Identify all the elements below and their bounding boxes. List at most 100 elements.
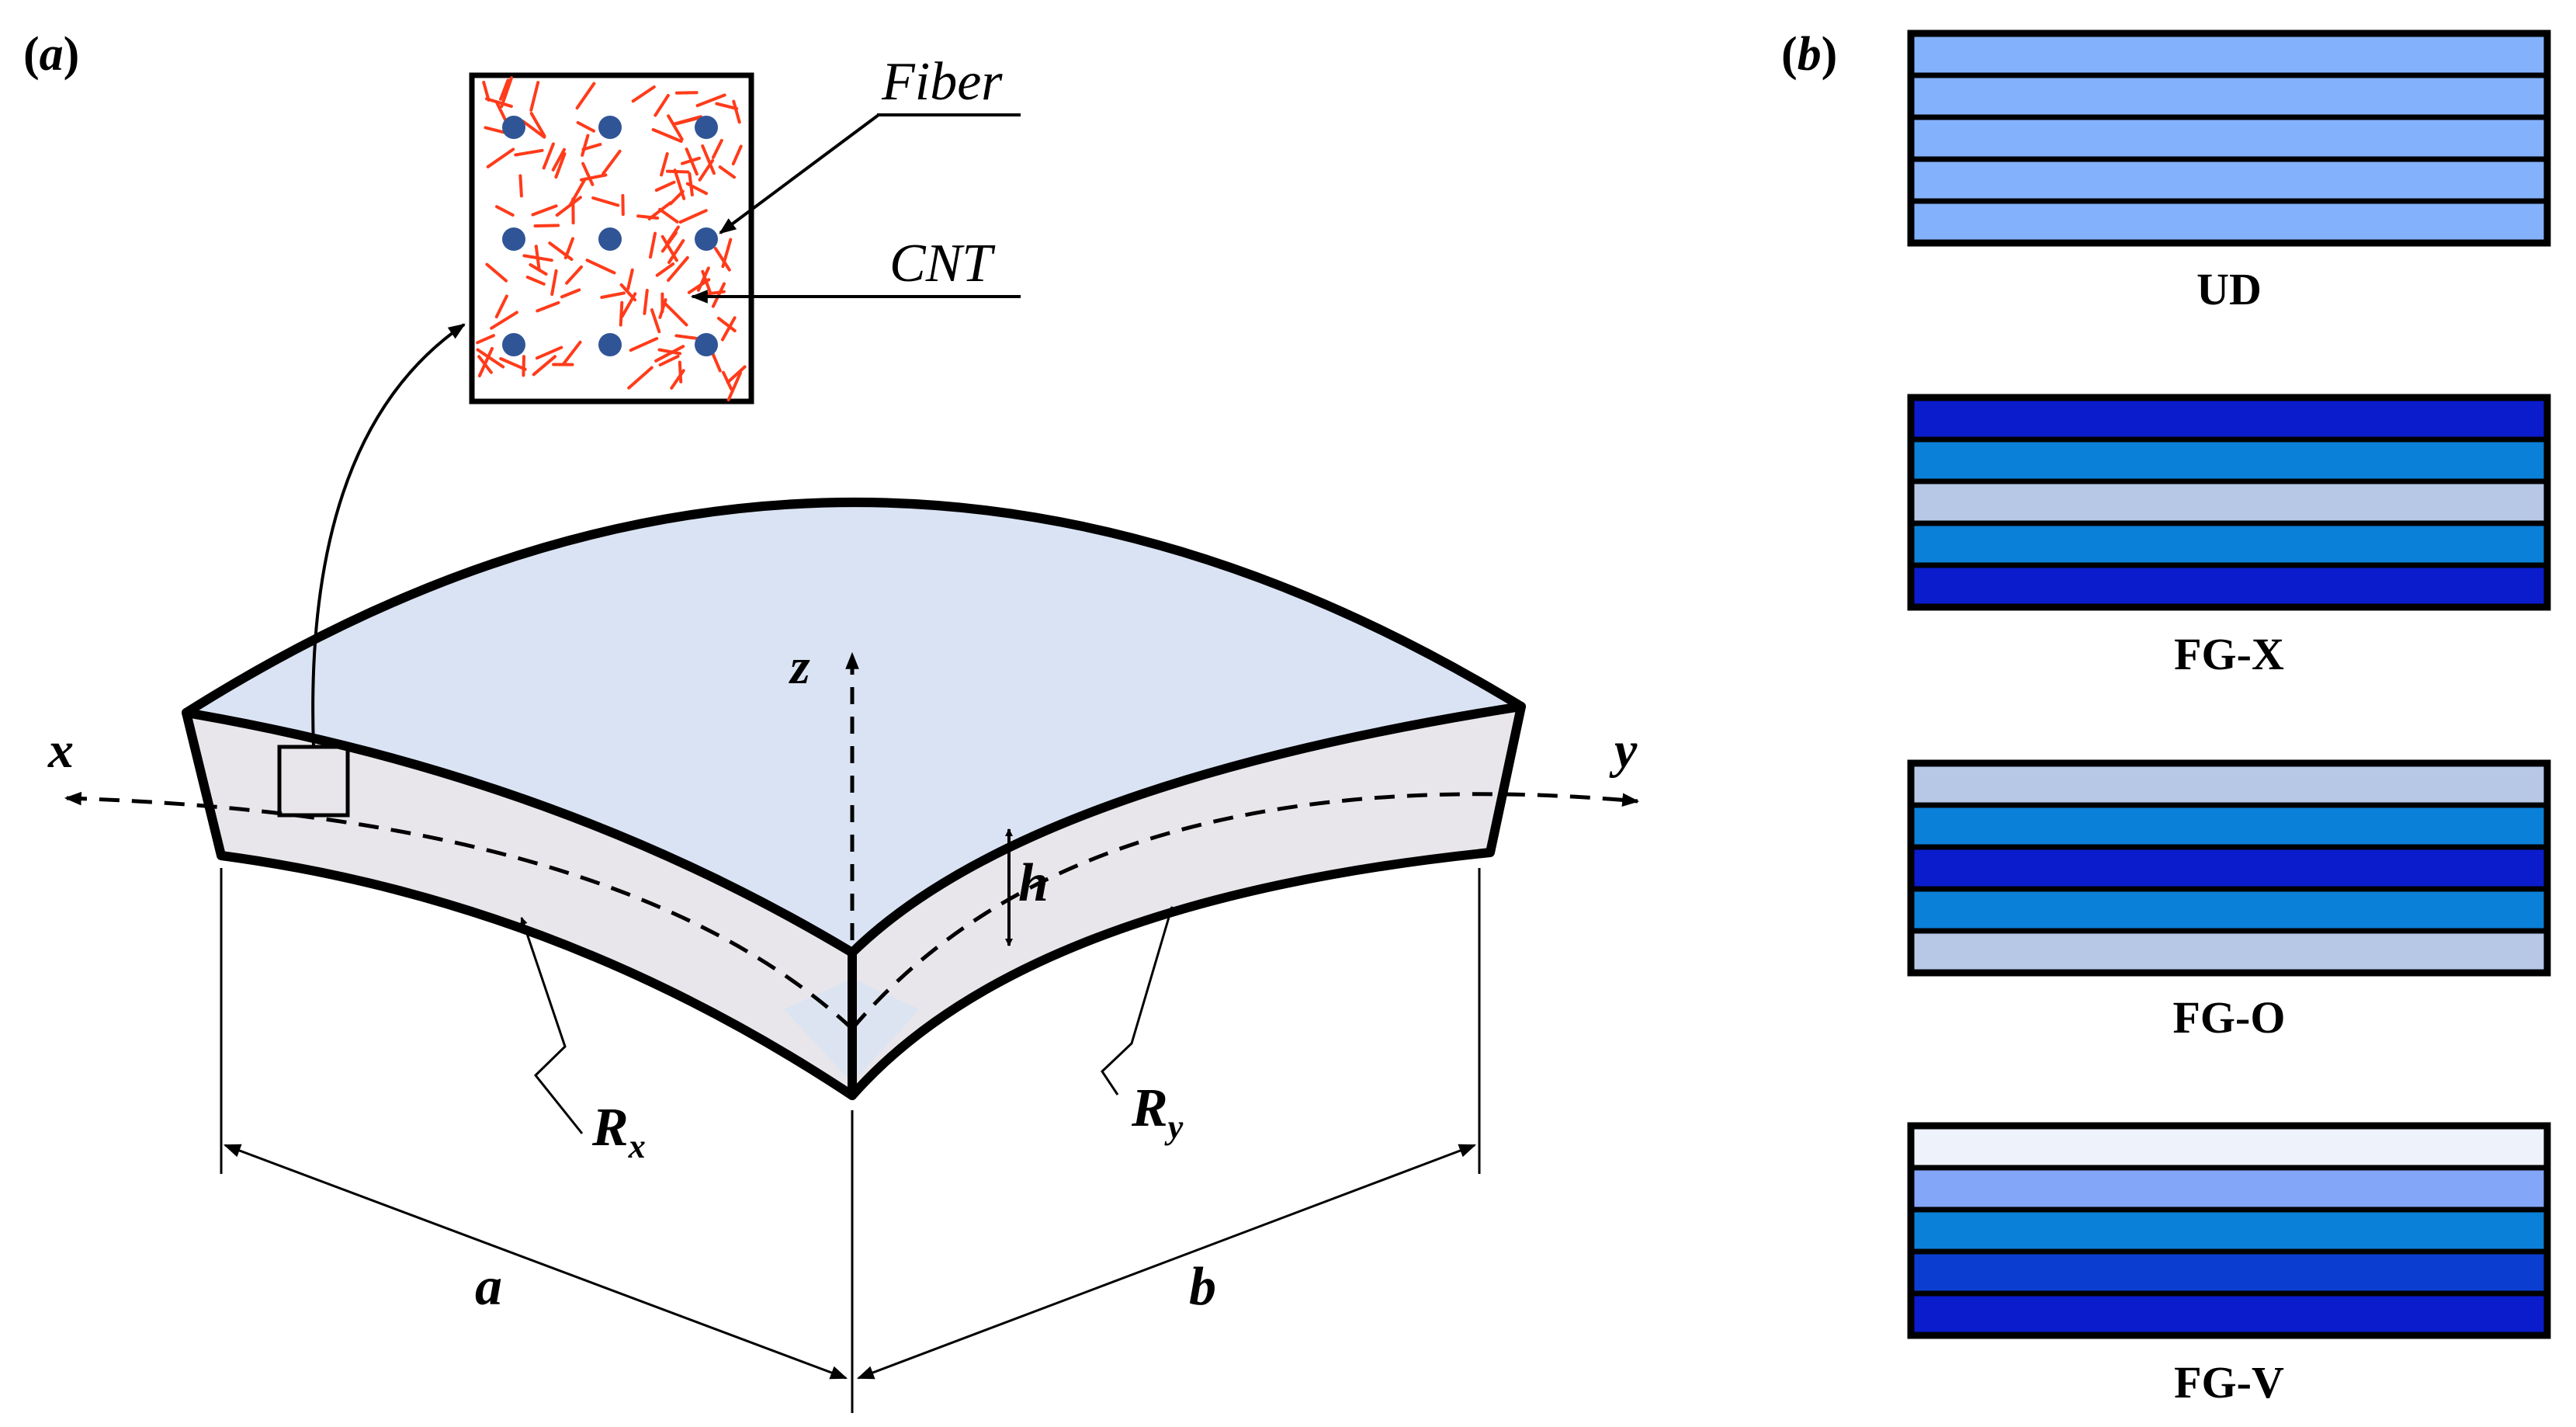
stack-fg-o: FG-O bbox=[1907, 759, 2551, 1043]
rx-label: Rx bbox=[591, 1098, 646, 1165]
layer-1 bbox=[1908, 394, 2550, 443]
cnt-segment bbox=[485, 262, 508, 283]
cnt-segment bbox=[600, 291, 626, 299]
cnt-segment bbox=[660, 231, 678, 253]
stack-caption: FG-X bbox=[2174, 629, 2284, 679]
stack-fg-v: FG-V bbox=[1907, 1122, 2551, 1408]
stack-ud: UD bbox=[1907, 30, 2551, 314]
cnt-segment bbox=[718, 165, 736, 179]
y-axis-midline bbox=[851, 792, 1640, 1030]
cnt-segment bbox=[674, 91, 699, 95]
cnt-segment bbox=[521, 120, 546, 139]
cnt-segment bbox=[529, 81, 540, 112]
cnt-segment bbox=[651, 128, 683, 143]
cnt-segment bbox=[658, 355, 680, 366]
cnt-segment bbox=[581, 143, 602, 151]
fiber-dot bbox=[598, 227, 622, 251]
cnt-segment bbox=[585, 259, 616, 275]
cnt-segment bbox=[643, 289, 649, 315]
cnt-segment bbox=[529, 112, 546, 137]
fiber-label: Fiber bbox=[881, 52, 1003, 112]
dimension-b-line bbox=[856, 1144, 1477, 1380]
layer-5 bbox=[1908, 928, 2550, 976]
cnt-segment bbox=[490, 311, 518, 330]
cnt-segment bbox=[732, 99, 741, 124]
cnt-segment bbox=[620, 292, 637, 318]
fiber-dot bbox=[502, 227, 525, 251]
shell-right-face bbox=[848, 702, 1526, 1100]
cnt-segment bbox=[667, 114, 684, 141]
cnt-segment bbox=[494, 294, 508, 319]
cnt-segment bbox=[565, 265, 583, 285]
cnt-segment bbox=[657, 348, 681, 356]
dimension-b-label: b bbox=[1189, 1257, 1216, 1317]
cnt-segment bbox=[667, 239, 685, 264]
cnt-segment bbox=[485, 97, 513, 108]
stack-caption: FG-O bbox=[2173, 992, 2286, 1043]
cnt-segment bbox=[548, 241, 574, 261]
dimension-a-label: a bbox=[475, 1257, 502, 1317]
cnt-segment bbox=[654, 345, 685, 363]
layer-1 bbox=[1908, 30, 2550, 78]
layer-4 bbox=[1908, 520, 2550, 568]
cnt-segment bbox=[499, 357, 527, 371]
cnt-segment bbox=[499, 78, 510, 101]
cnt-segment bbox=[482, 81, 491, 102]
layer-2 bbox=[1908, 72, 2550, 120]
cnt-segment bbox=[731, 144, 743, 165]
layer-3 bbox=[1908, 1207, 2550, 1255]
fiber-dot bbox=[598, 116, 622, 139]
layer-1 bbox=[1908, 760, 2550, 808]
cnt-segment bbox=[658, 207, 679, 224]
cnt-segment bbox=[495, 101, 508, 125]
layer-2 bbox=[1908, 1165, 2550, 1213]
stack-border bbox=[1907, 30, 2551, 247]
layer-1 bbox=[1908, 1123, 2550, 1171]
laminate-stacks: UD FG-X FG-O FG-V bbox=[1907, 30, 2551, 1408]
cnt-segment bbox=[664, 303, 688, 327]
ry-radius-pointer bbox=[1101, 906, 1174, 1095]
cnt-label: CNT bbox=[889, 234, 996, 293]
cnt-segment bbox=[726, 371, 742, 401]
fiber-dot bbox=[695, 116, 718, 139]
cnt-segment bbox=[562, 340, 582, 366]
cnt-segment bbox=[654, 94, 670, 117]
cnt-segment bbox=[654, 180, 676, 192]
cnt-segment bbox=[650, 308, 661, 334]
cnt-segment bbox=[673, 168, 686, 200]
rx-radius-pointer bbox=[520, 917, 584, 1134]
layer-4 bbox=[1908, 1248, 2550, 1297]
stack-caption: FG-V bbox=[2174, 1357, 2284, 1408]
cnt-segment bbox=[514, 148, 544, 157]
cnt-segment bbox=[531, 204, 558, 217]
cnt-segment bbox=[495, 205, 515, 217]
cnt-segment bbox=[525, 276, 546, 286]
cnt-segment bbox=[678, 209, 708, 224]
cnt-segment bbox=[486, 148, 515, 168]
layer-5 bbox=[1908, 1290, 2550, 1338]
thickness-label: h bbox=[1018, 853, 1049, 913]
cnt-segment bbox=[581, 161, 595, 186]
cnt-segment bbox=[701, 144, 716, 175]
panel-a-label: (a) bbox=[23, 28, 79, 81]
x-axis-label: x bbox=[47, 722, 74, 779]
cnt-segment bbox=[726, 365, 747, 384]
cnt-segment bbox=[484, 126, 505, 134]
cnt-segment bbox=[722, 370, 733, 391]
fiber-dots bbox=[502, 116, 718, 356]
cnt-segment bbox=[629, 337, 659, 352]
cnt-segment bbox=[542, 142, 555, 170]
layer-5 bbox=[1908, 562, 2550, 610]
fiber-dot bbox=[695, 227, 718, 251]
cnt-segment bbox=[675, 116, 702, 126]
layer-5 bbox=[1908, 198, 2550, 246]
cnt-segment bbox=[536, 300, 560, 313]
z-axis-label: z bbox=[789, 638, 810, 695]
cnt-segment bbox=[720, 316, 737, 342]
cnt-segment bbox=[626, 268, 634, 290]
cnt-segment bbox=[522, 355, 525, 377]
y-axis-label: y bbox=[1609, 722, 1638, 779]
layer-3 bbox=[1908, 114, 2550, 162]
layer-4 bbox=[1908, 886, 2550, 934]
fiber-dot bbox=[695, 333, 718, 356]
